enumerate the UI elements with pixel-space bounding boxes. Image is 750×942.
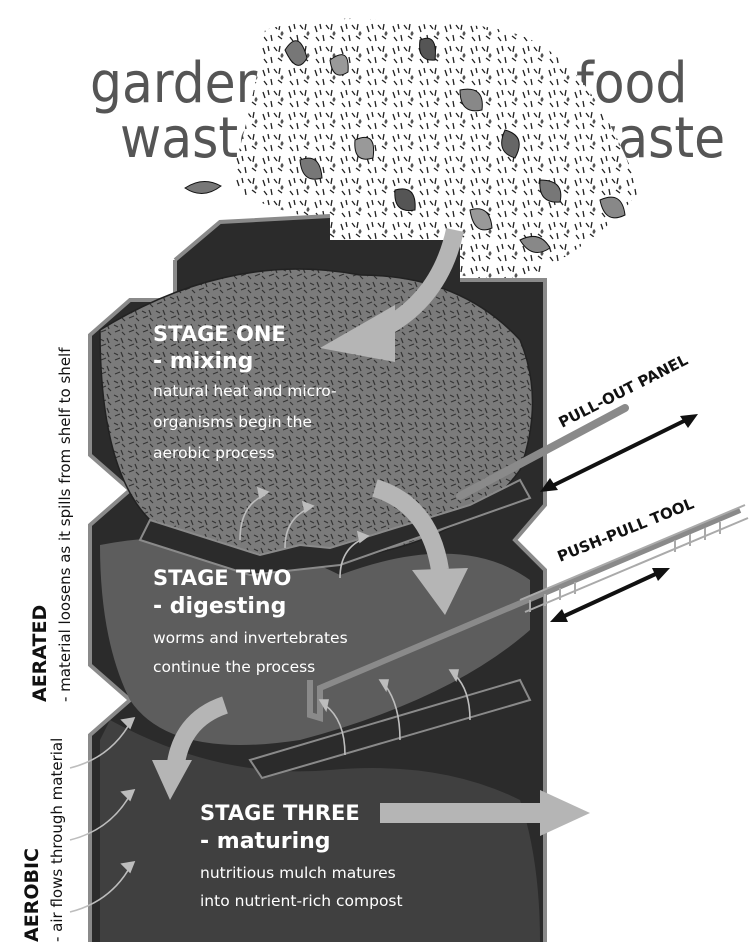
stage-one-desc-2: organisms begin the (153, 413, 312, 431)
flow-arrow-stage1-to-2 (372, 479, 468, 615)
pull-out-panel (456, 404, 629, 500)
aerated-caption: AERATED - material loosens as it spills … (29, 347, 74, 702)
aerobic-caption: AEROBIC - air flows through material (21, 738, 66, 942)
stage-three-subtitle: - maturing (200, 829, 331, 854)
pull-out-panel-arrow (540, 414, 698, 492)
stage-two-text: STAGE TWO - digesting worms and inverteb… (153, 566, 348, 676)
stage-one-desc-3: aerobic process (153, 444, 275, 462)
stage-one-desc-1: natural heat and micro- (153, 382, 337, 400)
stage-two-subtitle: - digesting (153, 594, 286, 619)
stage-one-text: STAGE ONE - mixing natural heat and micr… (153, 322, 337, 462)
stage-three-text: STAGE THREE - maturing nutritious mulch … (200, 801, 403, 910)
aerobic-label: AEROBIC (21, 848, 43, 942)
stage-three-desc-1: nutritious mulch matures (200, 864, 396, 882)
flow-arrow-in (320, 227, 464, 362)
stage-two-title: STAGE TWO (153, 566, 291, 590)
falling-waste-illustration (184, 18, 640, 280)
aerated-description: - material loosens as it spills from she… (56, 347, 74, 702)
aerated-label: AERATED (29, 605, 51, 702)
stage-two-desc-1: worms and invertebrates (153, 629, 348, 647)
push-pull-tool-arrow (550, 568, 670, 622)
stage-two-desc-2: continue the process (153, 658, 315, 676)
push-pull-tool (307, 504, 749, 723)
air-flow-arrows (69, 486, 471, 913)
stage-three-title: STAGE THREE (200, 801, 360, 825)
stage-one-title: STAGE ONE (153, 322, 286, 346)
aerobic-description: - air flows through material (48, 738, 66, 942)
pull-out-panel-label: PULL-OUT PANEL (556, 351, 692, 432)
stage-three-desc-2: into nutrient-rich compost (200, 892, 403, 910)
garden-waste-heading-line1: garden (90, 51, 268, 116)
flow-arrow-out (380, 790, 590, 836)
flow-arrow-stage2-to-3 (152, 696, 229, 800)
stage-one-subtitle: - mixing (153, 349, 253, 374)
compost-bin (88, 214, 547, 942)
